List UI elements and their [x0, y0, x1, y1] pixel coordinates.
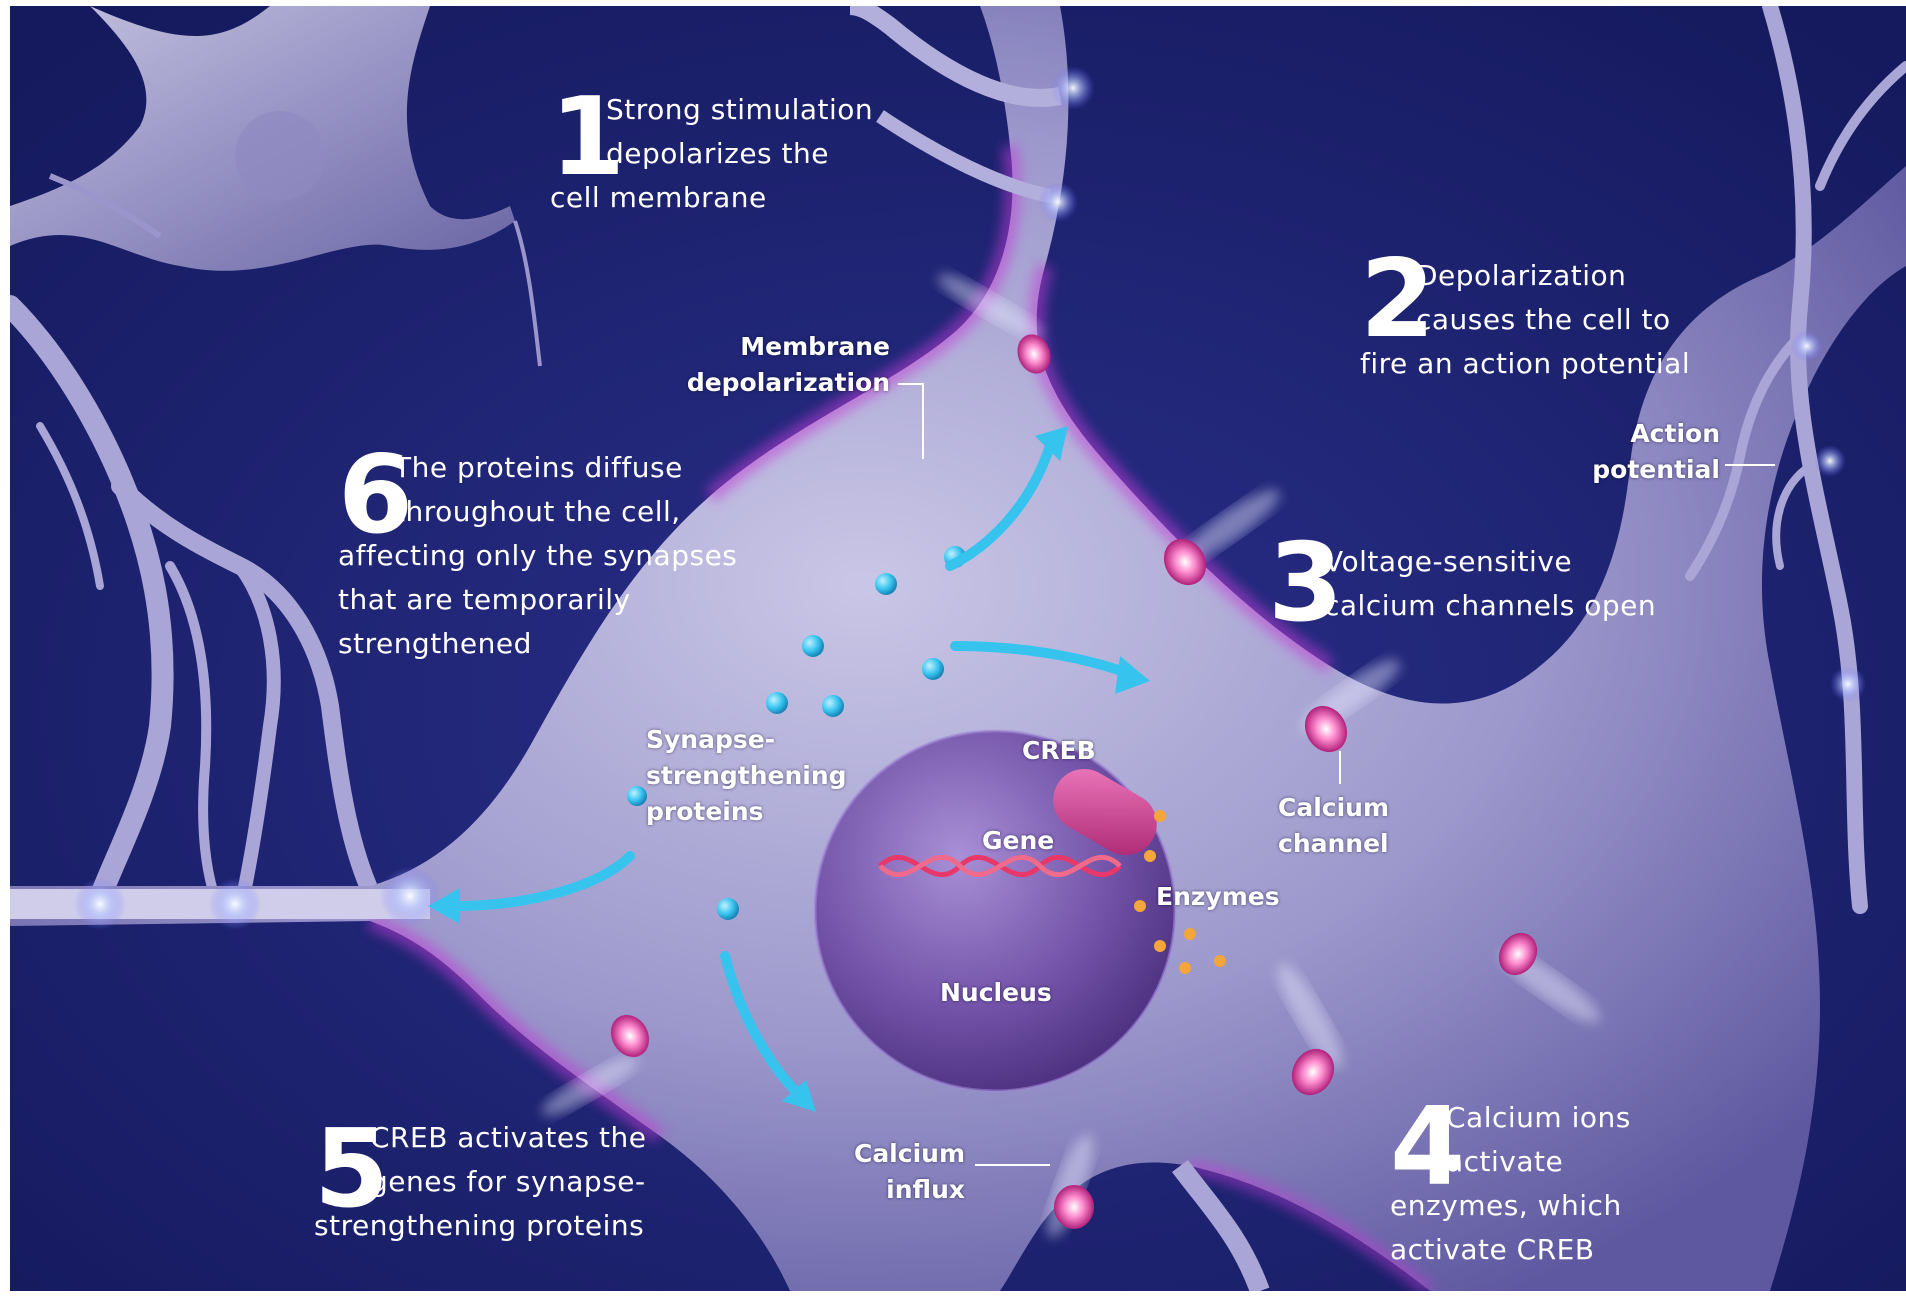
step-2-number: 2	[1360, 246, 1433, 354]
label-membrane-depolarization-line-2: depolarization	[670, 365, 890, 401]
label-membrane-depolarization-line-1: Membrane	[670, 329, 890, 365]
step-5-number: 5	[314, 1116, 387, 1224]
label-synapse-proteins: Synapse- strengthening proteins	[646, 722, 886, 830]
step-4-line-4: activate CREB	[1390, 1228, 1710, 1272]
step-4-number: 4	[1390, 1094, 1463, 1202]
step-4: 4 Calcium ions activate enzymes, which a…	[1390, 1094, 1710, 1272]
step-6-line-4: that are temporarily	[338, 578, 768, 622]
step-2: 2 Depolarization causes the cell to fire…	[1360, 246, 1820, 386]
label-calcium-influx-line-2: influx	[830, 1172, 965, 1208]
label-membrane-depolarization: Membrane depolarization	[670, 329, 890, 401]
label-action-potential-line-1: Action	[1550, 416, 1720, 452]
step-6-line-5: strengthened	[338, 622, 768, 666]
step-1: 1 Strong stimulation depolarizes the cel…	[550, 84, 970, 220]
step-1-number: 1	[550, 84, 623, 192]
label-calcium-influx-line-1: Calcium	[830, 1136, 965, 1172]
step-3-number: 3	[1268, 530, 1341, 638]
label-gene: Gene	[982, 826, 1054, 855]
step-5: 5 CREB activates the genes for synapse- …	[314, 1116, 734, 1248]
label-creb: CREB	[1022, 736, 1096, 765]
label-enzymes: Enzymes	[1156, 882, 1280, 911]
step-6-number: 6	[338, 442, 411, 550]
label-synapse-proteins-line-3: proteins	[646, 794, 886, 830]
label-synapse-proteins-line-1: Synapse-	[646, 722, 886, 758]
label-calcium-channel: Calcium channel	[1278, 790, 1438, 862]
label-action-potential: Action potential	[1550, 416, 1720, 488]
label-calcium-channel-line-2: channel	[1278, 826, 1438, 862]
label-action-potential-line-2: potential	[1550, 452, 1720, 488]
label-calcium-influx: Calcium influx	[830, 1136, 965, 1208]
label-synapse-proteins-line-2: strengthening	[646, 758, 886, 794]
label-calcium-channel-line-1: Calcium	[1278, 790, 1438, 826]
step-3: 3 Voltage-sensitive calcium channels ope…	[1268, 530, 1728, 628]
label-nucleus: Nucleus	[940, 978, 1052, 1007]
step-6: 6 The proteins diffuse throughout the ce…	[338, 442, 768, 666]
diagram-frame: 1 Strong stimulation depolarizes the cel…	[10, 6, 1906, 1291]
